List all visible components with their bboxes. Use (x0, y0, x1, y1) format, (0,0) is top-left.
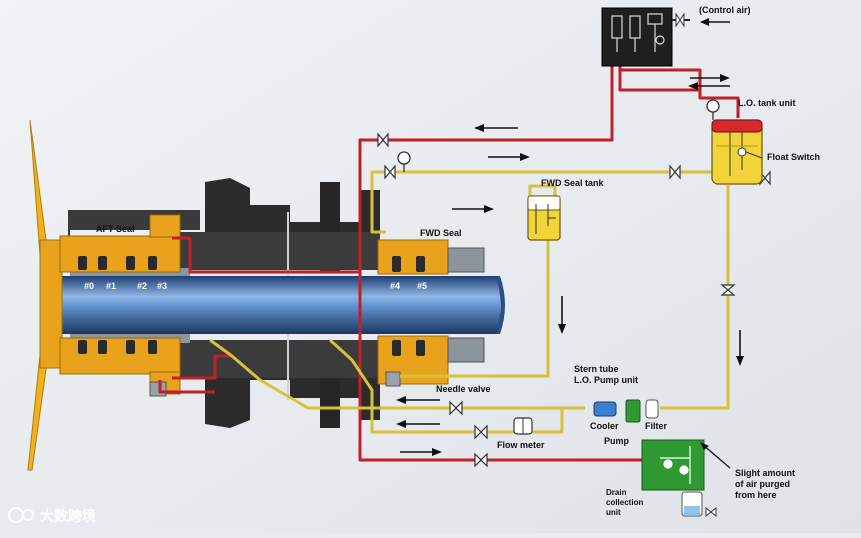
aft-seal-label: AFT Seal (96, 224, 135, 234)
arrow-right-control (690, 74, 730, 82)
watermark-text: 大数跨境 (40, 508, 96, 524)
arrow-left-top (474, 124, 518, 132)
propeller-shaft (48, 276, 500, 334)
stern-tube-pump-unit (593, 399, 659, 423)
aft-seal (59, 214, 181, 397)
valve-tank-outlet (669, 164, 681, 180)
control-air-label: (Control air) (699, 5, 751, 15)
flow-arrows (396, 74, 744, 456)
lo-tank-unit (711, 119, 763, 185)
ring-label-4: #4 (390, 281, 400, 291)
valve-flow-meter (474, 424, 488, 440)
valve-fwd-line (384, 164, 396, 180)
ring-label-3: #3 (157, 281, 167, 291)
pump (625, 399, 641, 423)
ring-label-1: #1 (106, 281, 116, 291)
arrow-left-control (688, 82, 730, 90)
flow-meter (513, 417, 533, 435)
lo-tank-unit-label: L.O. tank unit (738, 98, 796, 108)
drain-label-2: collection (606, 498, 643, 507)
ring-label-0: #0 (84, 281, 94, 291)
shaft-end (496, 276, 505, 334)
air-purge-label-1: Slight amount (735, 468, 795, 478)
watermark: 大数跨境 (8, 507, 96, 524)
arrow-down-fwd (558, 296, 566, 334)
control-air-unit (601, 7, 690, 67)
pump-label: Pump (604, 436, 630, 446)
valve-drain-line (474, 452, 488, 468)
stern-tube-label-2: L.O. Pump unit (574, 375, 638, 385)
gauge-lo-tank (706, 99, 720, 113)
air-purge-pointer (700, 442, 731, 469)
drain-label-3: unit (606, 508, 621, 517)
float-switch-label: Float Switch (767, 152, 820, 162)
arrow-left-needle (396, 396, 440, 404)
filter-label: Filter (645, 421, 668, 431)
propeller (27, 119, 63, 471)
valve-return-line (720, 284, 736, 296)
needle-valve-label: Needle valve (436, 384, 491, 394)
arrow-right-drain (400, 448, 442, 456)
gauge-fwd-line (397, 151, 411, 165)
valve-red-line (377, 132, 389, 148)
filter (645, 399, 659, 419)
ring-label-2: #2 (137, 281, 147, 291)
arrow-right-fwd (452, 205, 494, 213)
arrow-right-mid (488, 153, 530, 161)
drain-label-1: Drain (606, 488, 627, 497)
stern-tube-label-1: Stern tube (574, 364, 619, 374)
needle-valve (449, 400, 463, 416)
flow-meter-label: Flow meter (497, 440, 545, 450)
fwd-seal-tank-label: FWD Seal tank (541, 178, 605, 188)
pressure-gauges (397, 99, 720, 172)
control-air-arrow (700, 18, 730, 26)
cooler-label: Cooler (590, 421, 619, 431)
arrow-left-flow (396, 420, 440, 428)
drain-collection-unit (641, 439, 717, 518)
fwd-seal-tank (527, 195, 561, 241)
ring-label-5: #5 (417, 281, 427, 291)
air-purge-label-3: from here (735, 490, 777, 500)
cooler (593, 401, 617, 417)
arrow-down-return (736, 330, 744, 366)
fwd-seal-label: FWD Seal (420, 228, 462, 238)
air-purge-label-2: of air purged (735, 479, 790, 489)
yellow-pipe-lines (209, 170, 730, 434)
